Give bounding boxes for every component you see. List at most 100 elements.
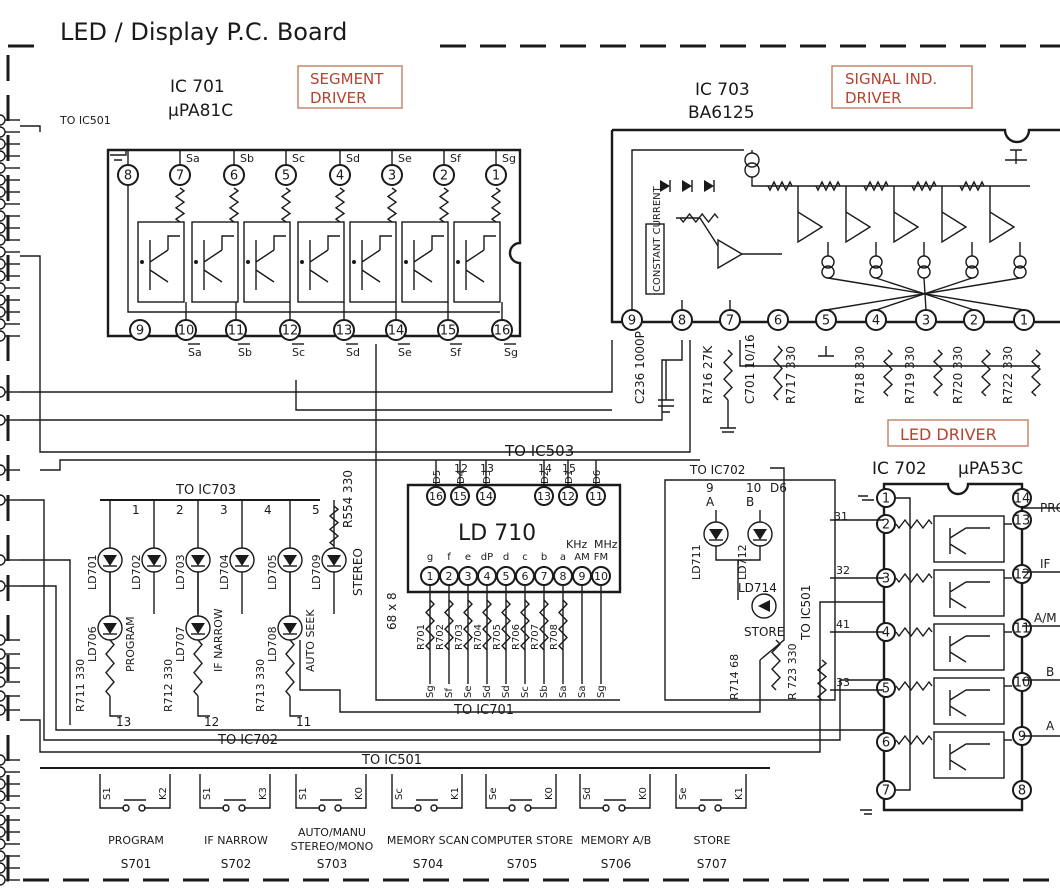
s703-label-2: STEREO/MONO	[291, 840, 374, 853]
resistor	[863, 180, 889, 192]
ic701-body	[106, 148, 522, 338]
ld714-function: STORE	[744, 625, 784, 639]
resistor	[895, 518, 933, 530]
resistor	[285, 639, 295, 697]
edge-pin	[0, 318, 6, 330]
resistor	[773, 345, 783, 401]
ic702-pin-5	[876, 678, 896, 698]
ic703-pin-8-num: 8	[678, 314, 686, 329]
ic702-pin-11	[1012, 618, 1032, 638]
s704-lead	[391, 774, 463, 809]
svg-text:14: 14	[479, 490, 493, 503]
ic702-right-label: A/M	[1034, 611, 1057, 625]
ld710-spec: 68 x 8	[385, 592, 399, 630]
ld710-top-label: D2	[540, 470, 551, 484]
led-top-num: 2	[176, 503, 184, 517]
ic701-pin-14-num: 14	[388, 324, 405, 339]
ic701-pin-15-num: 15	[440, 324, 457, 339]
wire	[830, 519, 884, 691]
ic702-pin-14-num: 14	[1014, 492, 1031, 507]
ld710-bottom-label: Sf	[444, 688, 455, 698]
resistor	[679, 212, 719, 224]
led-ld704-symbol	[235, 555, 249, 566]
ic702-pin-10-num: 10	[1014, 676, 1031, 691]
ic702-pin-6-num: 6	[882, 736, 890, 751]
ic702-pin-13	[1012, 510, 1032, 530]
led-function-0: PROGRAM	[124, 616, 137, 672]
ic702-pin-8	[1012, 780, 1032, 800]
ld710-seg-label: AM	[574, 552, 589, 563]
resistor	[816, 659, 828, 701]
s701-pin-b: K2	[158, 787, 169, 800]
ld710-body	[406, 483, 622, 594]
ld710-top-num: 13	[480, 462, 494, 475]
s705-pin-b: K0	[544, 787, 555, 800]
to-ic501-vertical: TO IC501	[799, 585, 813, 641]
resistor	[895, 734, 933, 746]
s707-lead	[675, 774, 747, 809]
ld710-top-pin-15	[450, 486, 470, 506]
wiring	[20, 340, 1060, 753]
resistor	[438, 187, 450, 223]
ic701-bottom-label: Sb	[238, 346, 252, 359]
s702-pin-a: S1	[202, 787, 213, 800]
ld710-pin-num: 2	[446, 570, 453, 583]
ic703-pin-6-num: 6	[774, 314, 782, 329]
ld710-top-pin-12	[558, 486, 578, 506]
r722-label: R722 330	[1001, 346, 1015, 404]
wire	[759, 467, 785, 661]
led-label-ld707: LD707	[174, 626, 187, 662]
wire	[20, 585, 884, 731]
s705-ref: S705	[507, 857, 538, 871]
led-ld708-symbol	[283, 623, 297, 634]
ld710-seg-label: c	[522, 552, 528, 563]
ic703-pin-3-num: 3	[922, 314, 930, 329]
ld710-pin-num: 9	[579, 570, 586, 583]
led-top-num: 3	[220, 503, 228, 517]
wire	[20, 559, 71, 725]
svg-text:15: 15	[453, 490, 467, 503]
edge-pin	[0, 306, 6, 318]
edge-pin	[0, 282, 6, 294]
led-ld705-symbol	[283, 555, 297, 566]
s706-ref: S706	[601, 857, 632, 871]
led-ld706-symbol	[103, 623, 117, 634]
resistor	[482, 599, 492, 651]
led-label-ld703: LD703	[174, 554, 187, 590]
resistor	[932, 349, 944, 397]
transistor-cell	[349, 221, 397, 303]
r717-label: R717 330	[784, 346, 798, 404]
ic703-pin-9-num: 9	[628, 314, 636, 329]
ld710-seg-label: e	[465, 552, 471, 563]
s706-label: MEMORY A/B	[581, 834, 652, 847]
comparator-icon	[893, 210, 920, 244]
ld710-top-pin-14	[476, 486, 496, 506]
ld710-top-num: 14	[538, 462, 552, 475]
led-bottom-num: 11	[296, 715, 311, 729]
ld710-resistor-label: R704	[473, 624, 484, 650]
ic701-pin-6-num: 6	[230, 169, 238, 184]
ic702: LED DRIVER IC 702 µPA53C 123456714131211…	[834, 419, 1060, 815]
ic702-pin-12	[1012, 564, 1032, 584]
ld710-seg-label: d	[503, 552, 509, 563]
ic702-right-label: A	[1046, 719, 1055, 733]
ground-icon	[720, 400, 736, 433]
resistor	[815, 180, 841, 192]
s706-lead	[579, 774, 651, 809]
led-function-1: IF NARROW	[212, 608, 225, 672]
ld710-pin-num: 4	[484, 570, 491, 583]
ic702-right-label: B	[1046, 665, 1054, 679]
wire	[39, 340, 691, 453]
resistor	[444, 599, 454, 651]
comparator-icon	[717, 238, 744, 270]
s701-lead	[99, 774, 171, 809]
s706-pin-a: Sd	[582, 787, 593, 800]
edge-pin	[0, 826, 6, 838]
transistor	[949, 635, 990, 663]
ic702-right-label: IF	[1040, 557, 1051, 571]
s701-pin-a: S1	[102, 787, 113, 800]
ld710-top-label: D4	[456, 470, 467, 484]
edge-connector	[0, 114, 41, 886]
